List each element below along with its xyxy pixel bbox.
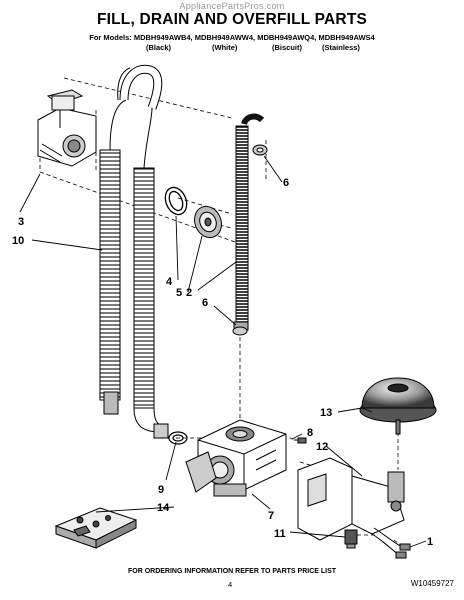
callout-9: 9: [158, 484, 164, 496]
check-valve-part: [194, 205, 222, 239]
callout-2: 2: [186, 287, 192, 299]
sump-bracket-part: [37, 89, 97, 167]
pump-housing-part: [185, 419, 287, 497]
callout-13: 13: [320, 407, 332, 419]
overfill-bracket-part: [297, 457, 405, 541]
color-biscuit: (Biscuit): [272, 43, 302, 52]
models-line: For Models: MDBH949AWB4, MDBH949AWW4, MD…: [89, 33, 375, 42]
color-black: (Black): [146, 43, 172, 52]
hose-clamp-part: [168, 431, 188, 445]
color-stainless: (Stainless): [322, 43, 360, 52]
callout-6-upper: 6: [283, 177, 289, 189]
parts-bag-part: [54, 507, 138, 549]
fill-hose-part: [232, 113, 268, 336]
watermark: AppliancePartsPros.com: [179, 1, 285, 11]
leader-lines: [19, 155, 427, 548]
screw-part: [294, 437, 307, 444]
callout-12: 12: [316, 441, 328, 453]
callout-8: 8: [307, 427, 313, 439]
callout-3: 3: [18, 216, 24, 228]
wire-harness-part: [371, 527, 411, 559]
callout-6-lower: 6: [202, 297, 208, 309]
float-dome-part: [359, 377, 437, 435]
callout-10: 10: [12, 235, 24, 247]
page-title: FILL, DRAIN AND OVERFILL PARTS: [96, 11, 368, 28]
gasket-ring-part: [164, 186, 188, 216]
callout-14: 14: [157, 502, 170, 514]
page-number: 4: [228, 580, 233, 589]
callout-4: 4: [166, 276, 173, 288]
model-colors: (Black) (White) (Biscuit) (Stainless): [0, 43, 464, 53]
callout-5: 5: [176, 287, 182, 299]
callout-1: 1: [427, 536, 433, 548]
ordering-info-footer: FOR ORDERING INFORMATION REFER TO PARTS …: [127, 568, 337, 575]
drain-hose-part: [99, 64, 169, 439]
callout-7: 7: [268, 510, 274, 522]
document-number: W10459727: [410, 579, 454, 588]
color-white: (White): [212, 43, 238, 52]
switch-part: [344, 529, 358, 549]
callout-11: 11: [274, 528, 286, 540]
